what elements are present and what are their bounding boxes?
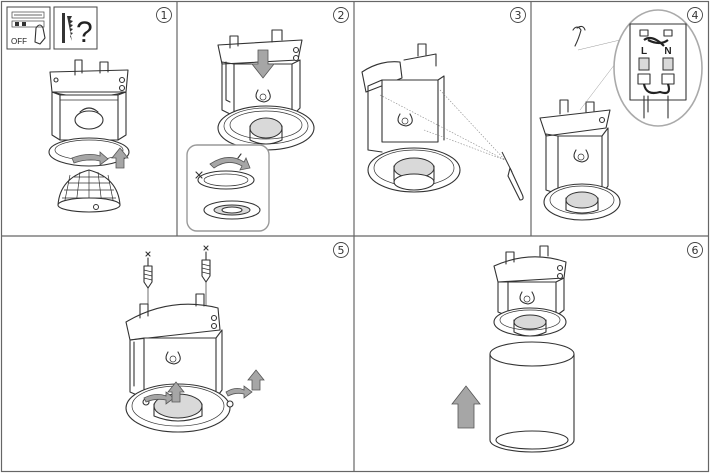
turn-arrow-right bbox=[225, 385, 253, 399]
svg-text:OFF: OFF bbox=[11, 37, 27, 46]
step-number-2: 2 bbox=[333, 7, 349, 23]
up-arrow bbox=[111, 147, 129, 169]
step-number-5: 5 bbox=[333, 242, 349, 258]
panel-6-attach-cylinder bbox=[451, 245, 575, 453]
neutral-terminal-label: N bbox=[664, 46, 671, 57]
svg-text:5: 5 bbox=[338, 244, 345, 257]
turn-arrow-left bbox=[143, 391, 175, 405]
svg-text:4: 4 bbox=[692, 9, 699, 22]
panel-4-wiring: L N bbox=[539, 9, 703, 221]
up-arrow-center bbox=[167, 381, 185, 403]
switch-off-icon: OFF bbox=[6, 6, 51, 50]
down-arrow bbox=[251, 49, 275, 79]
step-number-1: 1 bbox=[156, 7, 172, 23]
up-arrow-right bbox=[247, 369, 265, 391]
panel-3-screwdriver bbox=[361, 43, 524, 201]
step-number-3: 3 bbox=[510, 7, 526, 23]
svg-text:3: 3 bbox=[515, 9, 522, 22]
dowel-screw-right bbox=[201, 245, 211, 283]
svg-text:1: 1 bbox=[161, 9, 168, 22]
svg-text:2: 2 bbox=[338, 9, 345, 22]
dowel-screw-left bbox=[143, 251, 153, 289]
rotate-arrow bbox=[71, 151, 109, 166]
step-number-4: 4 bbox=[687, 7, 703, 23]
ring-removal-inset bbox=[186, 144, 270, 232]
up-arrow-large bbox=[451, 385, 481, 429]
panel-1-remove-lamp: OFF ? bbox=[6, 6, 130, 213]
live-terminal-label: L bbox=[641, 46, 647, 57]
step-number-6: 6 bbox=[687, 242, 703, 258]
screwdriver-icon bbox=[501, 151, 524, 201]
wire-bundle-icon bbox=[572, 25, 586, 47]
tools-question-icon: ? bbox=[53, 6, 98, 50]
wiring-terminal-inset: L N bbox=[613, 9, 703, 127]
svg-text:?: ? bbox=[76, 16, 93, 49]
svg-text:6: 6 bbox=[692, 244, 699, 257]
cylinder-shade bbox=[489, 341, 575, 453]
panel-5-mount bbox=[125, 245, 265, 433]
panel-2-remove-ring bbox=[186, 29, 315, 232]
